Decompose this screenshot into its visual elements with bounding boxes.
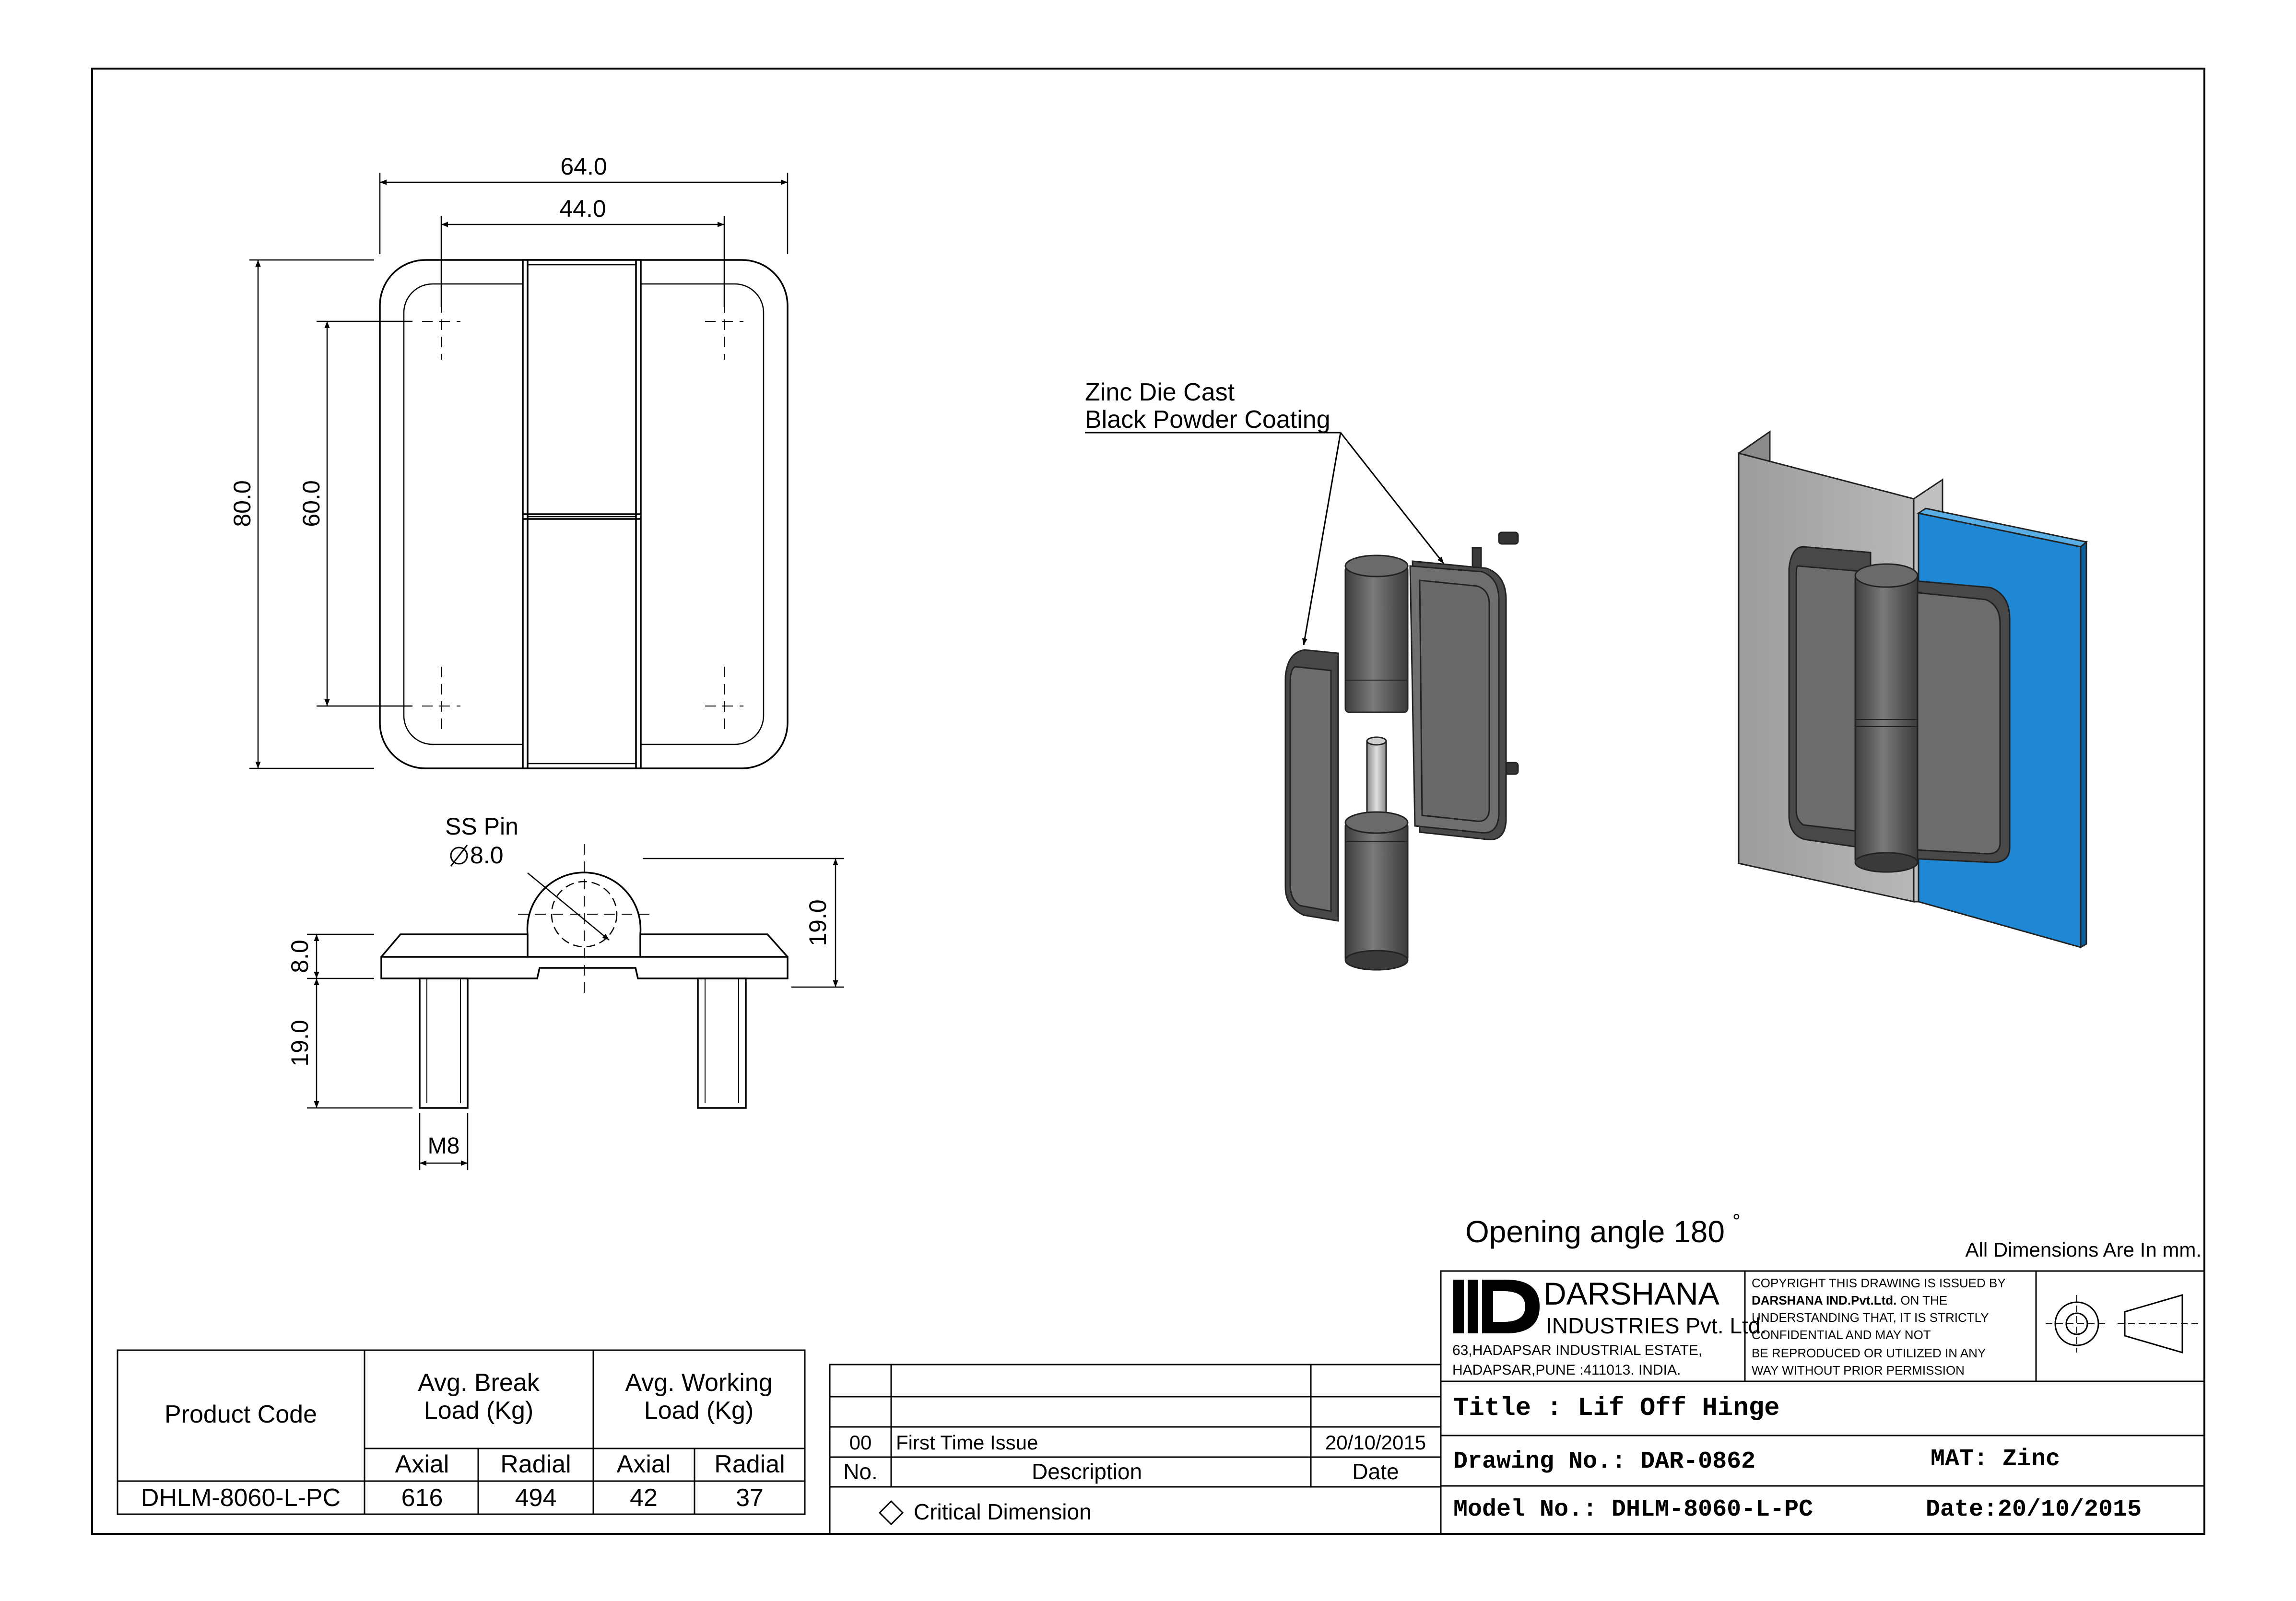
header-working-line2: Load (Kg) (644, 1397, 754, 1424)
callout-leaders (1085, 432, 1445, 646)
copyright-line-3: UNDERSTANDING THAT, IT IS STRICTLY (1752, 1310, 1989, 1325)
copyright-line-2: DARSHANA IND.Pvt.Ltd. ON THE (1752, 1293, 1947, 1307)
pin-diameter: 8.0 (470, 842, 504, 869)
header-working-line1: Avg. Working (625, 1369, 772, 1397)
front-view (249, 173, 789, 769)
company-name: DARSHANA (1543, 1276, 1719, 1311)
critical-dimension-note: Critical Dimension (914, 1499, 1092, 1524)
sub-working-axial: Axial (617, 1450, 671, 1478)
company-address-2: HADAPSAR,PUNE :411013. INDIA. (1452, 1362, 1681, 1378)
side-view (307, 844, 844, 1170)
column-date: Date (1352, 1459, 1399, 1484)
hinge-3d-assembled (1738, 430, 2088, 949)
copyright-line-6: WAY WITHOUT PRIOR PERMISSION (1752, 1363, 1965, 1377)
column-no: No. (843, 1459, 878, 1484)
copyright-line-4: CONFIDENTIAL AND MAY NOT (1752, 1328, 1931, 1342)
opening-angle: Opening angle 180 (1465, 1214, 1725, 1249)
column-description: Description (1032, 1459, 1142, 1484)
copyright-on-the: ON THE (1900, 1293, 1947, 1307)
copyright-line-1: COPYRIGHT THIS DRAWING IS ISSUED BY (1752, 1276, 2006, 1290)
dim-19-right: 19.0 (804, 899, 831, 946)
dim-80: 80.0 (229, 480, 256, 527)
drawing-number: Drawing No.: DAR-0862 (1453, 1448, 1755, 1475)
drawing-title: Title : Lif Off Hinge (1453, 1394, 1780, 1423)
copyright-line-5: BE REPRODUCED OR UTILIZED IN ANY (1752, 1346, 1986, 1360)
dim-19-left: 19.0 (286, 1020, 313, 1066)
header-break-line2: Load (Kg) (424, 1397, 533, 1424)
copyright-company: DARSHANA IND.Pvt.Ltd. (1752, 1293, 1896, 1307)
dim-m8: M8 (428, 1133, 460, 1159)
company-subtitle: INDUSTRIES Pvt. Ltd. (1546, 1313, 1766, 1338)
sub-break-radial: Radial (500, 1450, 571, 1478)
company-address-1: 63,HADAPSAR INDUSTRIAL ESTATE, (1452, 1342, 1702, 1358)
row-working-radial: 37 (736, 1484, 764, 1512)
sub-working-radial: Radial (714, 1450, 785, 1478)
material: MAT: Zinc (1931, 1446, 2060, 1473)
projection-symbol-icon (2046, 1294, 2199, 1354)
header-break-line1: Avg. Break (418, 1369, 540, 1397)
dim-8: 8.0 (286, 940, 313, 973)
diameter-icon (450, 845, 468, 867)
row-break-axial: 616 (401, 1484, 443, 1512)
load-table (117, 1349, 806, 1515)
hinge-3d-open (1284, 531, 1519, 971)
revision-date: 20/10/2015 (1325, 1431, 1426, 1454)
dim-44: 44.0 (559, 195, 606, 222)
row-break-radial: 494 (515, 1484, 557, 1512)
revision-description: First Time Issue (896, 1431, 1038, 1454)
pin-label: SS Pin (445, 813, 518, 840)
model-number: Model No.: DHLM-8060-L-PC (1453, 1496, 1813, 1523)
row-working-axial: 42 (630, 1484, 658, 1512)
title-block (1440, 1270, 2205, 1535)
dim-64: 64.0 (560, 153, 607, 180)
units-note: All Dimensions Are In mm. (1966, 1238, 2202, 1261)
revision-no: 00 (849, 1431, 872, 1454)
callout-line1: Zinc Die Cast (1085, 378, 1235, 406)
darshana-logo-mark (1453, 1280, 1540, 1333)
drawing-date: Date:20/10/2015 (1926, 1496, 2142, 1523)
dim-60: 60.0 (298, 480, 325, 527)
opening-degree: ° (1732, 1210, 1741, 1232)
sub-break-axial: Axial (395, 1450, 449, 1478)
diamond-icon (878, 1500, 904, 1526)
header-product-code: Product Code (165, 1401, 317, 1428)
callout-line2: Black Powder Coating (1085, 406, 1331, 434)
row-product-code: DHLM-8060-L-PC (141, 1484, 341, 1512)
